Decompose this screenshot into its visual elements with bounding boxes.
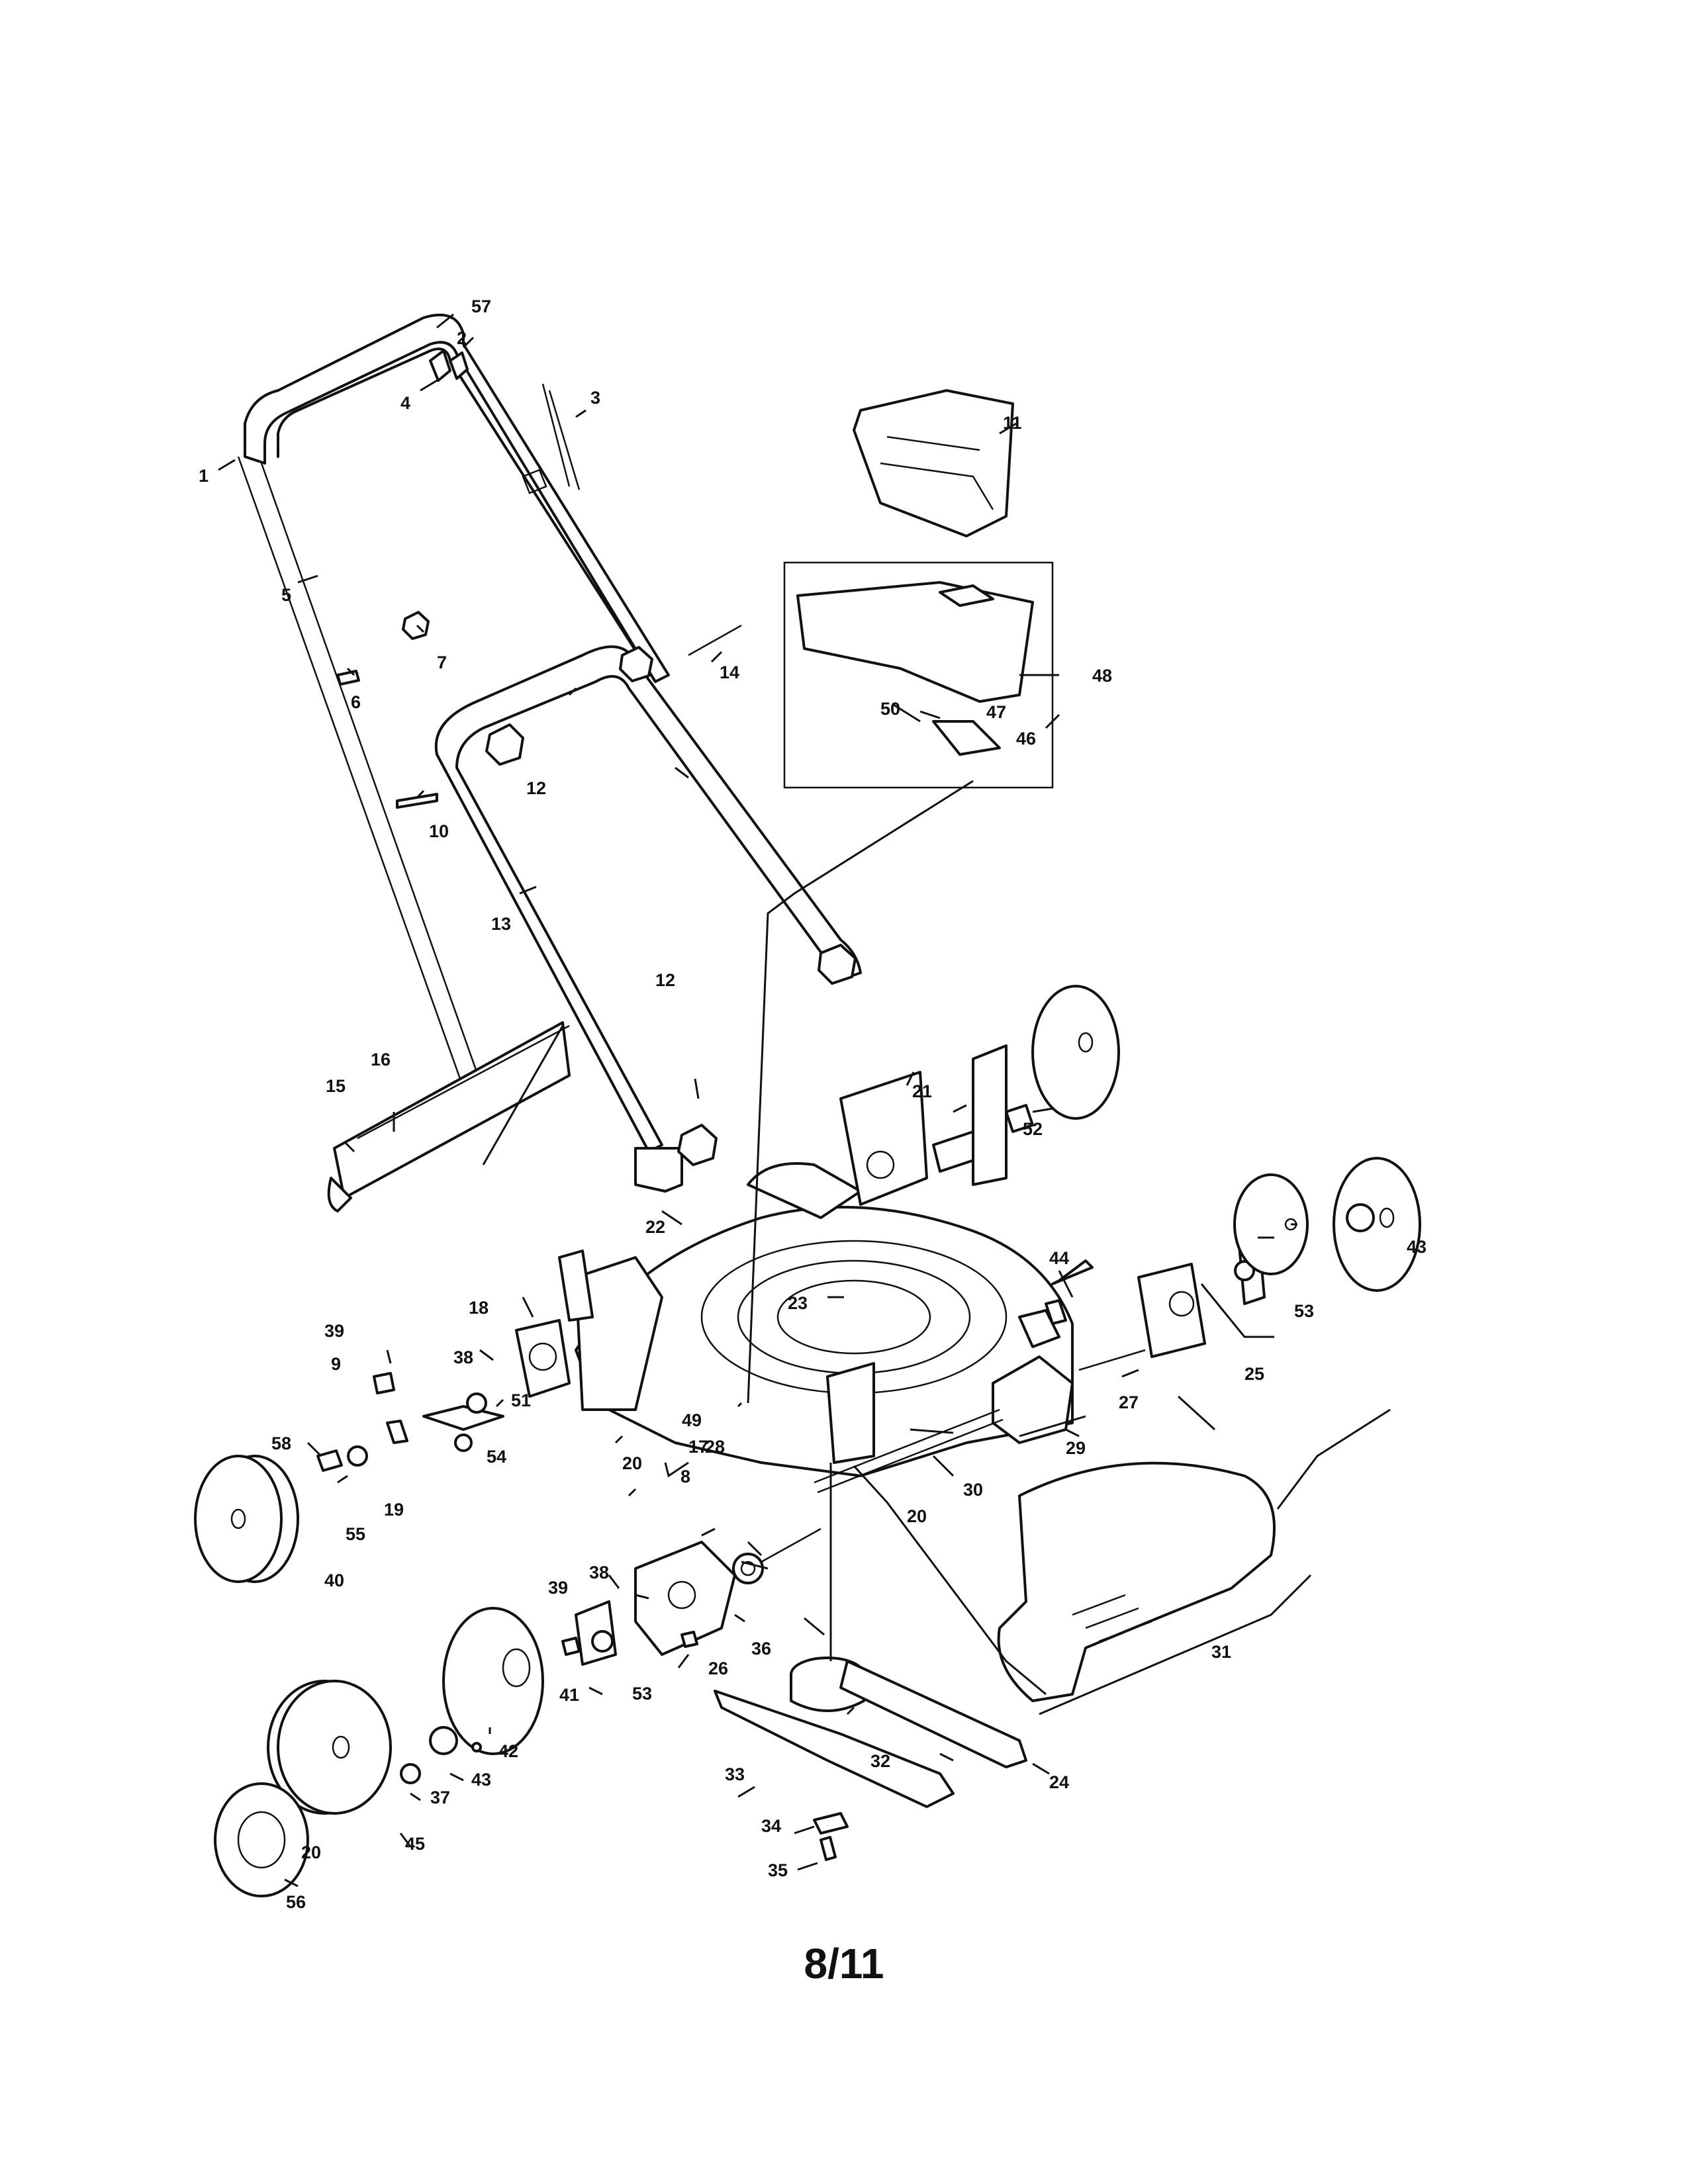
callout-44: 44: [1049, 1248, 1069, 1268]
rear-height-adjuster-left: [316, 1250, 594, 1472]
callout-40: 40: [324, 1570, 344, 1590]
handle-small-parts: [336, 349, 742, 809]
callout-39b: 39: [548, 1578, 568, 1598]
callout-31: 31: [1211, 1642, 1231, 1662]
callout-2: 2: [457, 328, 467, 348]
callout-1: 1: [199, 466, 209, 486]
grass-catcher-bag: [997, 1461, 1276, 1702]
callout-29: 29: [1066, 1438, 1086, 1458]
transmission: [814, 1299, 1146, 1494]
callout-14: 14: [720, 662, 739, 682]
front-wheel: [214, 1607, 544, 1897]
callout-47: 47: [986, 702, 1006, 722]
callout-11: 11: [1003, 413, 1022, 433]
callout-32: 32: [870, 1751, 890, 1771]
callout-15: 15: [326, 1076, 346, 1096]
callout-39a: 39: [324, 1321, 344, 1341]
callout-12a: 12: [526, 778, 546, 798]
callout-37: 37: [430, 1788, 450, 1807]
callout-10: 10: [429, 821, 449, 841]
callout-30: 30: [963, 1480, 983, 1500]
callout-9: 9: [331, 1354, 341, 1374]
callout-7: 7: [437, 653, 447, 672]
callout-45: 45: [405, 1834, 425, 1854]
mulch-plug-box: [783, 561, 1054, 789]
callout-28: 28: [705, 1437, 725, 1457]
front-height-adjuster: [561, 1527, 821, 1666]
page-number: 8/11: [804, 1940, 884, 1987]
callout-13: 13: [491, 914, 511, 934]
callout-54: 54: [487, 1447, 506, 1467]
callout-labels: 1 2 3 4 5 6 7 8 9 10 11 12 12 13 14 15 1…: [199, 296, 1427, 1912]
callout-49: 49: [682, 1410, 702, 1430]
leader-lines: [218, 313, 1391, 1888]
callout-36: 36: [751, 1639, 771, 1659]
callout-33: 33: [725, 1764, 745, 1784]
callout-22: 22: [645, 1217, 665, 1237]
callout-43b: 43: [471, 1770, 491, 1790]
callout-41: 41: [559, 1685, 579, 1705]
callout-46: 46: [1016, 729, 1036, 749]
callout-57: 57: [471, 296, 491, 316]
callout-12b: 12: [655, 970, 675, 990]
callout-23: 23: [788, 1293, 808, 1313]
callout-26: 26: [708, 1659, 728, 1678]
rear-right-assembly: [839, 985, 1120, 1206]
callout-3: 3: [590, 388, 600, 408]
callout-58: 58: [271, 1433, 291, 1453]
callout-5: 5: [281, 585, 291, 605]
mower-deck: [575, 1162, 1074, 1477]
callout-27: 27: [1119, 1392, 1139, 1412]
callout-8: 8: [680, 1467, 690, 1486]
callout-20b: 20: [907, 1506, 927, 1526]
rear-baffle: [327, 1021, 571, 1212]
callout-43a: 43: [1407, 1237, 1427, 1257]
callout-56: 56: [286, 1892, 306, 1912]
callout-52: 52: [1023, 1119, 1043, 1139]
callout-51: 51: [511, 1390, 531, 1410]
rear-wheel-left: [194, 1455, 299, 1583]
callout-34: 34: [761, 1816, 781, 1836]
handle-knobs: [402, 611, 857, 1166]
callout-53a: 53: [1294, 1301, 1314, 1321]
callout-16: 16: [371, 1050, 391, 1069]
lower-handle: [434, 645, 862, 1193]
upper-handle: [237, 313, 670, 1126]
callout-38a: 38: [453, 1347, 473, 1367]
callout-17: 17: [688, 1437, 708, 1457]
callout-25: 25: [1244, 1364, 1264, 1384]
callout-18: 18: [469, 1298, 489, 1318]
callout-55: 55: [346, 1524, 365, 1544]
blade-and-belt: [714, 1657, 1027, 1861]
callout-35: 35: [768, 1860, 788, 1880]
callout-20c: 20: [301, 1843, 321, 1862]
discharge-chute: [853, 389, 1014, 537]
callout-21: 21: [912, 1081, 932, 1101]
callout-4: 4: [400, 393, 410, 413]
callout-50: 50: [880, 699, 900, 719]
callout-42: 42: [498, 1741, 518, 1761]
callout-38b: 38: [589, 1563, 609, 1582]
callout-24: 24: [1049, 1772, 1069, 1792]
callout-19: 19: [384, 1500, 404, 1520]
callout-20a: 20: [622, 1453, 642, 1473]
callout-6: 6: [351, 692, 361, 712]
callout-53b: 53: [632, 1684, 652, 1704]
callout-48: 48: [1092, 666, 1112, 686]
